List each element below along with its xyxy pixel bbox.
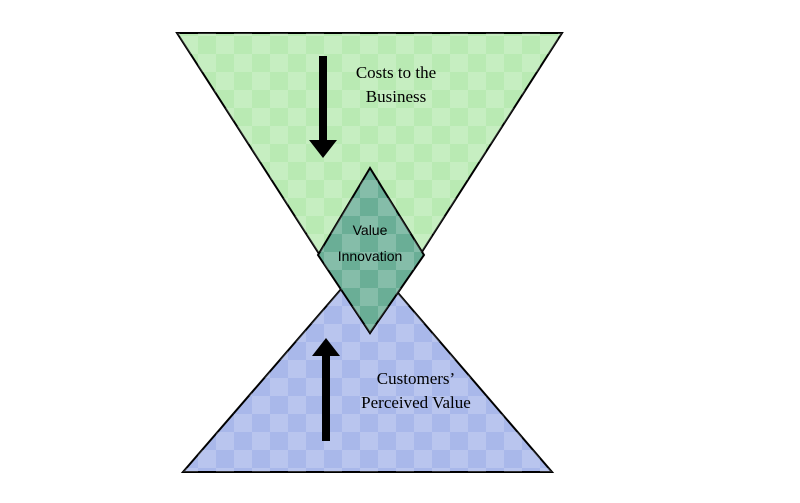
value-innovation-texture	[318, 168, 424, 333]
costs-label-line2: Business	[366, 87, 426, 106]
costs-label-line1: Costs to the	[356, 63, 436, 82]
up-arrow-icon	[312, 338, 340, 441]
customers-label-line2: Perceived Value	[361, 393, 471, 412]
bottom-triangle-texture	[183, 258, 552, 472]
value-innovation-label-line1: Value	[353, 222, 388, 238]
value-innovation-label-line2: Innovation	[338, 248, 403, 264]
down-arrow-icon	[309, 56, 337, 158]
customers-label-line1: Customers’	[377, 369, 455, 388]
